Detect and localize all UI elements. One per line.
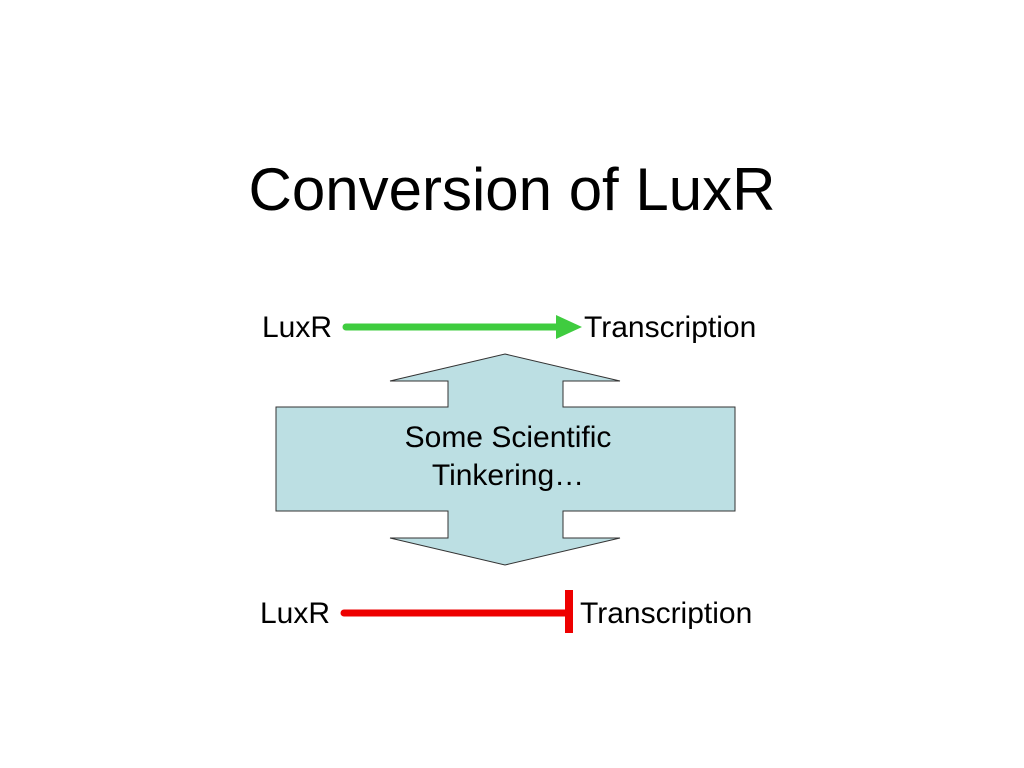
repression-target-label: Transcription bbox=[580, 597, 753, 630]
process-label: Some Scientific Tinkering… bbox=[340, 419, 676, 495]
activation-source-label: LuxR bbox=[262, 311, 333, 344]
process-double-arrow bbox=[275, 353, 736, 566]
activation-target-label: Transcription bbox=[584, 311, 757, 344]
process-label-line2: Tinkering… bbox=[431, 459, 585, 492]
slide-title: Conversion of LuxR bbox=[248, 156, 776, 223]
activation-arrowhead bbox=[556, 315, 582, 339]
activation-arrow bbox=[342, 315, 582, 339]
process-label-line1: Some Scientific bbox=[404, 421, 612, 454]
repression-arrow bbox=[340, 590, 573, 633]
repression-source-label: LuxR bbox=[260, 597, 331, 630]
